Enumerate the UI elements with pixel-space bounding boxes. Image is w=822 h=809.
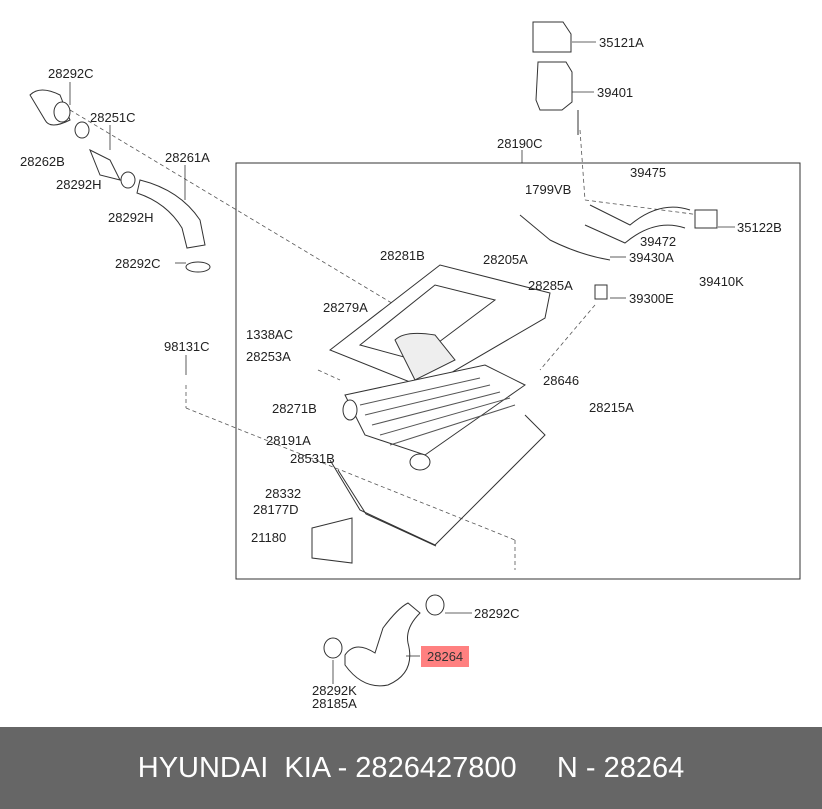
part-label: 35121A xyxy=(599,35,644,50)
part-label: 21180 xyxy=(251,530,287,545)
part-label: 39300E xyxy=(629,291,674,306)
part-label: 28177D xyxy=(253,502,299,517)
part-label: 1799VB xyxy=(525,182,572,197)
part-label: 28531B xyxy=(290,451,335,466)
mounting-bracket-icon xyxy=(311,414,546,564)
part-label: 35122B xyxy=(737,220,782,235)
solenoid-cover-icon xyxy=(532,21,579,135)
highlighted-part-label[interactable]: 28264 xyxy=(421,646,470,667)
part-label: 28281B xyxy=(380,248,425,263)
assembly-frame xyxy=(235,162,801,580)
upper-hose-icon xyxy=(29,89,211,273)
part-label: 28271B xyxy=(272,401,317,416)
part-label: 28262B xyxy=(20,154,65,169)
part-label: 39472 xyxy=(640,234,677,249)
part-label: 98131C xyxy=(164,339,210,354)
intercooler-core-icon xyxy=(342,364,526,471)
vacuum-hoses-icon xyxy=(519,204,718,300)
part-label: 28261A xyxy=(165,150,210,165)
part-label: 39475 xyxy=(630,165,667,180)
part-label: 28190C xyxy=(497,136,543,151)
part-label: 28191A xyxy=(266,433,311,448)
lower-hose-icon xyxy=(323,594,445,687)
part-number-footer: HYUNDAI KIA - 2826427800 N - 28264 xyxy=(0,727,822,809)
part-label: 28251C xyxy=(90,110,136,125)
part-label: 28292H xyxy=(56,177,102,192)
part-label: 28332 xyxy=(265,486,302,501)
part-label: 28292C xyxy=(48,66,94,81)
part-label: 39401 xyxy=(597,85,634,100)
guide-lines xyxy=(69,109,701,570)
part-label: 28185A xyxy=(312,696,357,711)
part-label: 28215A xyxy=(589,400,634,415)
leader-lines xyxy=(69,41,735,684)
part-label: 28292C xyxy=(474,606,520,621)
part-label: 28292C xyxy=(115,256,161,271)
part-label: 28292H xyxy=(108,210,154,225)
part-label: 1338AC xyxy=(246,327,293,342)
part-label: 28285A xyxy=(528,278,573,293)
part-label: 28646 xyxy=(543,373,580,388)
part-label: 39430A xyxy=(629,250,674,265)
part-label: 28279A xyxy=(323,300,368,315)
part-label: 28292K xyxy=(312,683,357,698)
part-label: 28253A xyxy=(246,349,291,364)
intercooler-cover-icon xyxy=(329,264,551,389)
part-label: 28205A xyxy=(483,252,528,267)
parts-diagram xyxy=(29,21,801,687)
part-label: 39410K xyxy=(699,274,744,289)
